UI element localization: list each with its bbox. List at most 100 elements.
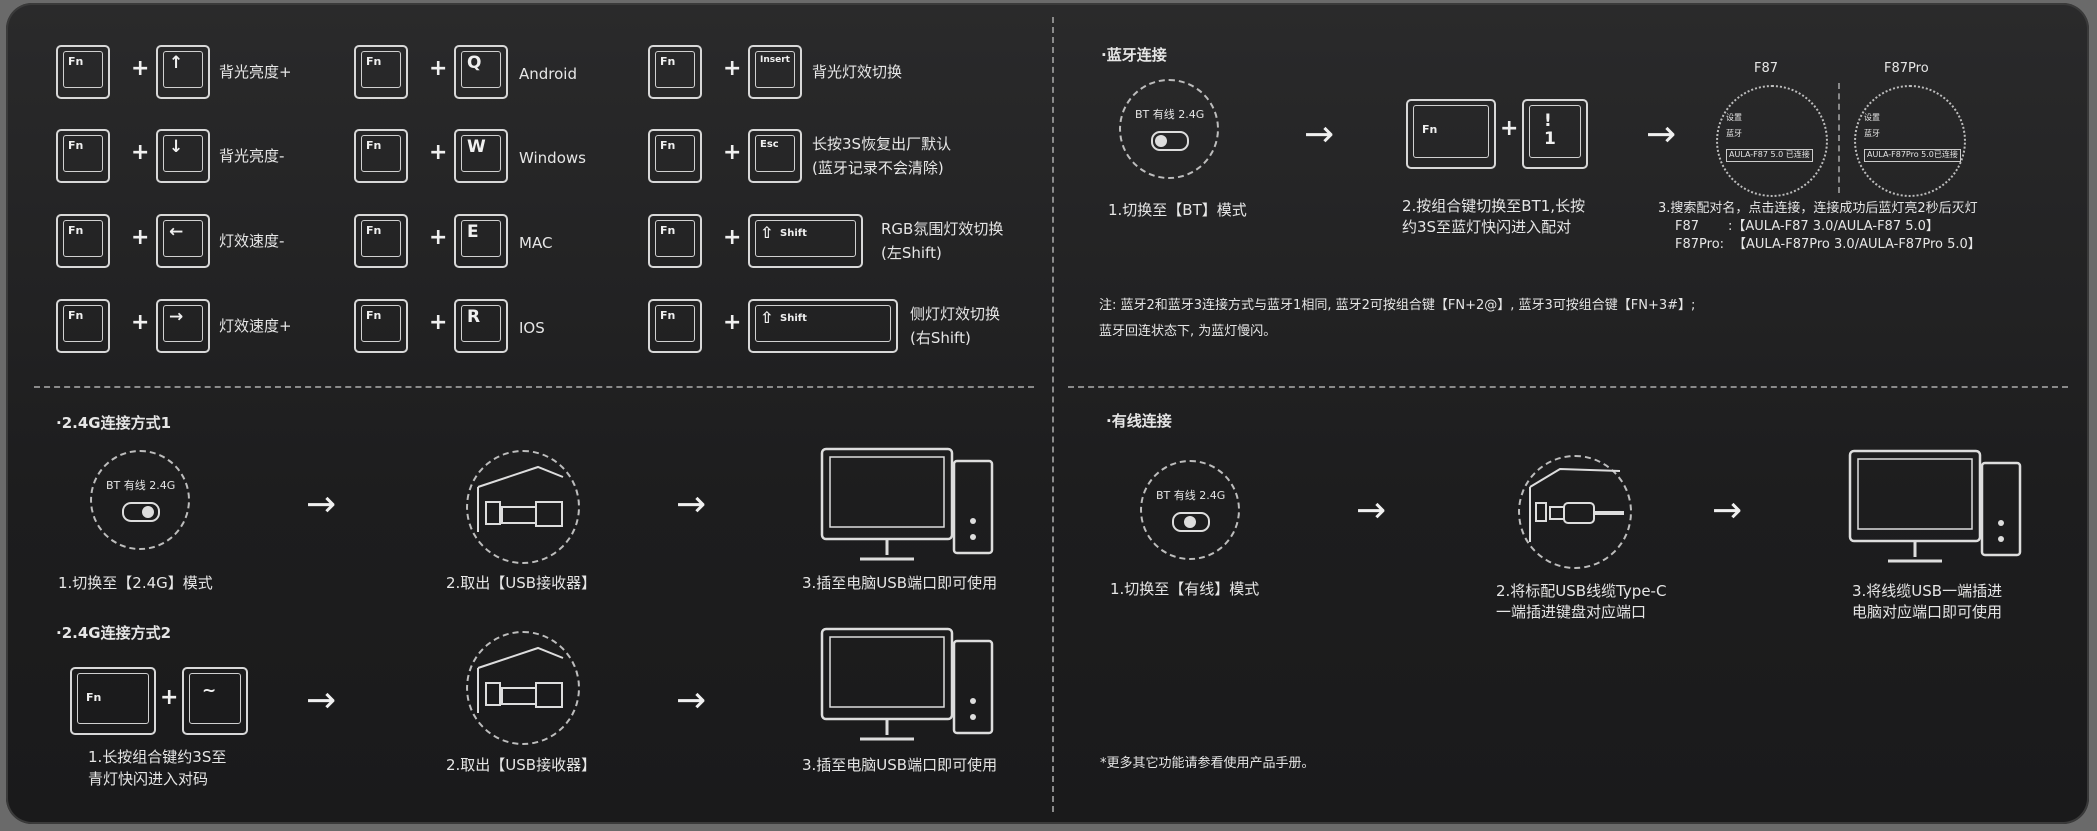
fn-key: Fn (56, 214, 110, 268)
plus-sign: + (429, 140, 448, 165)
bt-note-line2: 蓝牙回连状态下, 为蓝灯慢闪。 (1099, 324, 1277, 339)
g24-1-step2: 2.取出【USB接收器】 (446, 574, 597, 592)
key-e: E (454, 214, 508, 268)
plus-sign: + (429, 225, 448, 250)
wired-step3-line2: 电脑对应端口即可使用 (1852, 603, 2003, 621)
key-up: ↑ (156, 45, 210, 99)
arrow-icon: → (1304, 114, 1335, 155)
arrow-icon: → (306, 680, 337, 721)
plus-sign: + (131, 310, 150, 335)
fn-key: Fn (56, 45, 110, 99)
plus-sign: + (723, 56, 742, 81)
bt-note-line1: 注: 蓝牙2和蓝牙3连接方式与蓝牙1相同, 蓝牙2可按组合键【FN+2@】, 蓝… (1099, 298, 1696, 313)
mode-switch-illustration: BT 有线 2.4G (1140, 460, 1240, 560)
plus-sign: + (131, 140, 150, 165)
shortcut-label: 背光亮度+ (219, 63, 292, 81)
switch-toggle-icon (122, 502, 160, 522)
g24-2-step2: 2.取出【USB接收器】 (446, 756, 597, 774)
fn-key: Fn (354, 214, 408, 268)
usb-receiver-illustration (466, 631, 580, 745)
shortcut-label-note: (右Shift) (910, 329, 971, 347)
fn-key: Fn (354, 45, 408, 99)
shortcut-label: 灯效速度- (219, 232, 285, 250)
plus-sign: + (131, 225, 150, 250)
fn-key: Fn (56, 129, 110, 183)
key-1: ! 1 (1522, 99, 1588, 169)
bt-step3-pro: 【AULA-F87Pro 3.0/AULA-F87Pro 5.0】 (1733, 237, 1981, 252)
shortcut-label: 侧灯灯效切换 (910, 305, 1001, 323)
plus-sign: + (160, 685, 179, 710)
key-left-shift: Shift ⇧ (748, 214, 863, 268)
usb-cable-illustration (1518, 455, 1632, 569)
arrow-icon: → (306, 484, 337, 525)
wired-step1: 1.切换至【有线】模式 (1110, 580, 1260, 598)
wired-step3-line1: 3.将线缆USB一端插进 (1852, 582, 2003, 600)
switch-toggle-icon (1151, 131, 1189, 151)
key-tilde: ~ (182, 667, 248, 735)
plus-sign: + (1500, 116, 1519, 141)
bt-step1: 1.切换至【BT】模式 (1108, 201, 1247, 219)
g24-2-step1-line1: 1.长按组合键约3S至 (88, 748, 227, 766)
arrow-icon: → (676, 484, 707, 525)
usb-receiver-icon (477, 465, 564, 532)
usb-receiver-icon (477, 646, 564, 713)
phone-screen-f87pro: 设置 蓝牙 AULA-F87Pro 5.0已连接 (1854, 85, 1966, 197)
key-r: R (454, 299, 508, 353)
bt-step3-pro-label: F87Pro: (1675, 237, 1725, 252)
g24-1-step3: 3.插至电脑USB端口即可使用 (802, 574, 998, 592)
shortcut-label: Android (519, 65, 577, 83)
arrow-icon: → (1712, 490, 1743, 531)
section-title-24g-1: ·2.4G连接方式1 (56, 414, 172, 432)
fn-key: Fn (648, 214, 702, 268)
key-down: ↓ (156, 129, 210, 183)
usb-cable-icon (1529, 467, 1624, 542)
bt-step3-line1: 3.搜索配对名，点击连接，连接成功后蓝灯亮2秒后灭灯 (1658, 201, 1978, 216)
shift-arrow-icon: ⇧ (760, 308, 774, 327)
shortcut-label: IOS (519, 319, 545, 337)
phone-screen-f87: 设置 蓝牙 AULA-F87 5.0 已连接 (1716, 85, 1828, 197)
shortcut-label: RGB氛围灯效切换 (881, 220, 1004, 238)
computer-icon (820, 627, 994, 741)
usb-receiver-illustration (466, 450, 580, 564)
plus-sign: + (723, 310, 742, 335)
plus-sign: + (131, 56, 150, 81)
switch-toggle-icon (1172, 512, 1210, 532)
mode-switch-illustration: BT 有线 2.4G (1119, 79, 1219, 179)
right-horizontal-divider (1068, 386, 2068, 388)
computer-icon (1848, 449, 2022, 563)
fn-key: Fn (354, 129, 408, 183)
shortcut-label: 长按3S恢复出厂默认 (812, 135, 952, 153)
footer-note: *更多其它功能请参看使用产品手册。 (1100, 756, 1315, 771)
bt-step2-line2: 约3S至蓝灯快闪进入配对 (1402, 218, 1572, 236)
g24-2-step1-line2: 青灯快闪进入对码 (88, 770, 209, 788)
model-label-f87pro: F87Pro (1884, 61, 1929, 76)
bt-step3-f87: :【AULA-F87 3.0/AULA-F87 5.0】 (1728, 219, 1939, 234)
key-left: ← (156, 214, 210, 268)
bt-step3-f87-label: F87 (1675, 219, 1700, 234)
fn-key: Fn (1406, 99, 1496, 169)
section-title-24g-2: ·2.4G连接方式2 (56, 624, 172, 642)
key-right: → (156, 299, 210, 353)
plus-sign: + (723, 225, 742, 250)
switch-labels: BT 有线 2.4G (1135, 108, 1205, 121)
vertical-divider (1052, 17, 1054, 812)
left-horizontal-divider (34, 386, 1034, 388)
shortcut-label: MAC (519, 234, 553, 252)
arrow-icon: → (1646, 114, 1677, 155)
fn-key: Fn (56, 299, 110, 353)
model-label-f87: F87 (1754, 61, 1779, 76)
shortcut-label-note: (左Shift) (881, 244, 942, 262)
mode-switch-illustration: BT 有线 2.4G (90, 450, 190, 550)
shortcut-label-note: (蓝牙记录不会清除) (812, 159, 944, 177)
key-q: Q (454, 45, 508, 99)
section-title-wired: ·有线连接 (1106, 412, 1172, 430)
arrow-icon: → (1356, 490, 1387, 531)
arrow-icon: → (676, 680, 707, 721)
fn-key: Fn (648, 129, 702, 183)
shortcut-label: 灯效速度+ (219, 317, 292, 335)
shift-arrow-icon: ⇧ (760, 223, 774, 242)
plus-sign: + (429, 56, 448, 81)
key-insert: Insert (748, 45, 802, 99)
key-right-shift: Shift ⇧ (748, 299, 898, 353)
phone-divider (1838, 83, 1840, 193)
